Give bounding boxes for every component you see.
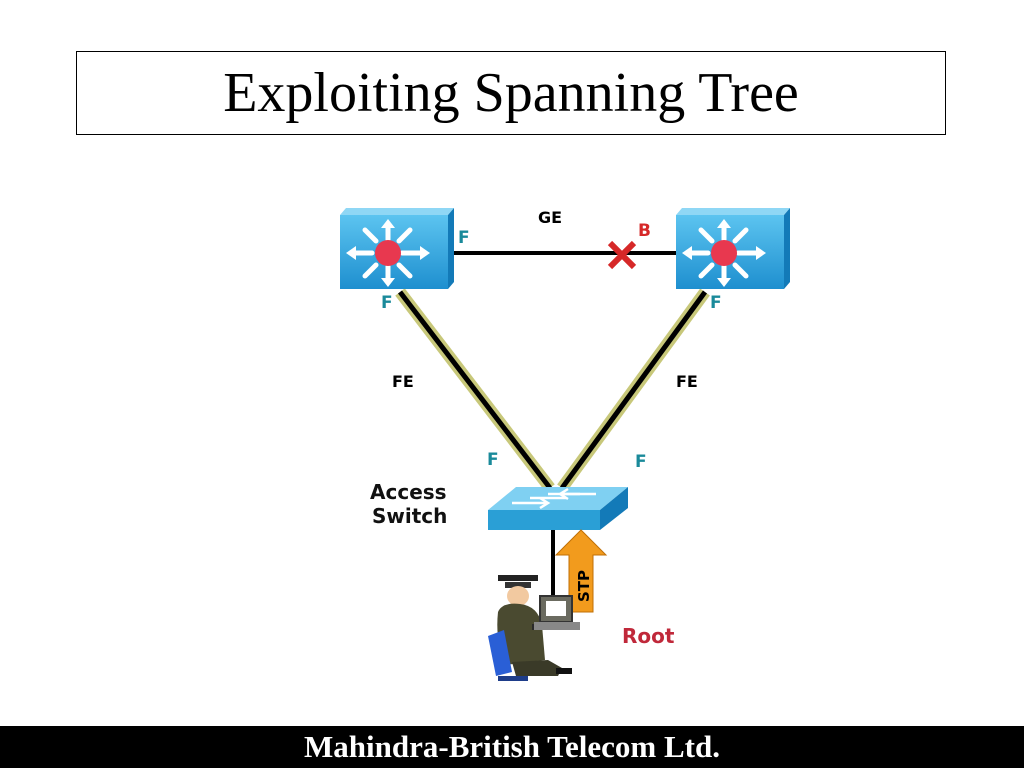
slide-title: Exploiting Spanning Tree <box>223 62 799 124</box>
left-distribution-switch-icon <box>340 208 454 289</box>
stp-diagram: GE FE FE F F B F F F Access Switch STP R… <box>340 208 790 681</box>
access-switch-label-line2: Switch <box>372 504 447 528</box>
left-switch-top-port-label: F <box>458 228 470 248</box>
right-distribution-switch-icon <box>676 208 790 289</box>
attacker-hacker-icon <box>488 575 580 681</box>
stp-up-arrow-icon <box>554 529 608 613</box>
attacker-role-label: Root <box>622 624 675 648</box>
right-fe-link-label: FE <box>676 372 698 391</box>
blocked-port-x-icon <box>607 240 637 270</box>
access-switch-label-line1: Access <box>370 480 447 504</box>
left-switch-bottom-port-label: F <box>381 293 393 313</box>
stp-arrow-label: STP <box>575 570 593 602</box>
left-fe-link-label: FE <box>392 372 414 391</box>
footer-bar: Mahindra-British Telecom Ltd. <box>0 726 1024 768</box>
fe-link-left <box>395 288 555 492</box>
right-switch-blocked-port-label: B <box>638 221 651 241</box>
access-right-port-label: F <box>635 452 647 472</box>
title-box: Exploiting Spanning Tree <box>76 51 946 135</box>
right-switch-bottom-port-label: F <box>710 293 722 313</box>
footer-company-name: Mahindra-British Telecom Ltd. <box>304 729 720 764</box>
ge-link-label: GE <box>538 208 562 227</box>
access-left-port-label: F <box>487 450 499 470</box>
fe-link-right <box>557 288 710 492</box>
access-switch-icon <box>488 487 628 530</box>
